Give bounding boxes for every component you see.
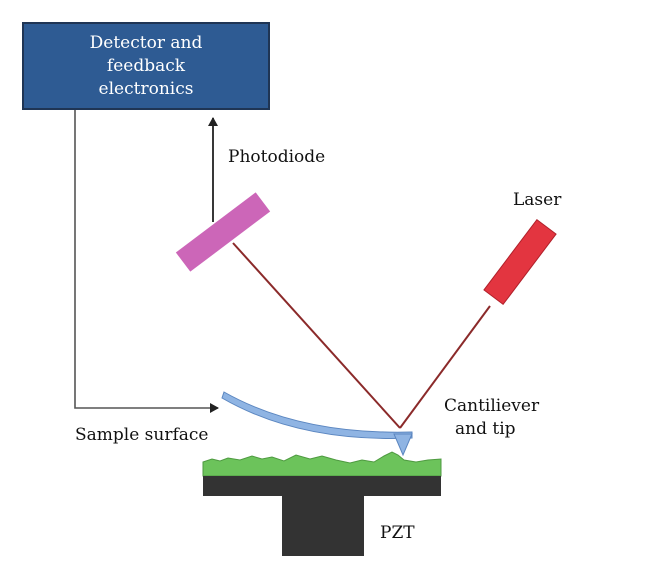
reflected-laser-beam <box>232 242 401 429</box>
cantilever-label-line-2: and tip <box>455 419 516 439</box>
cantilever-tip <box>393 433 413 457</box>
detector-box-fill <box>22 22 270 110</box>
pzt-label: PZT <box>380 523 415 543</box>
sample-surface-label: Sample surface <box>75 425 209 445</box>
cantilever <box>221 391 413 439</box>
detector-box-line-1: Detector and <box>89 32 203 53</box>
pzt-stage-column <box>282 496 364 556</box>
laser-source <box>483 218 557 306</box>
sample-surface <box>202 451 442 477</box>
detector-box-line-3: electronics <box>98 78 194 99</box>
photodiode-label: Photodiode <box>228 147 326 167</box>
detector-box-line-2: feedback <box>106 55 186 76</box>
detector-feedback-box: Detector and feedback electronics <box>22 22 270 110</box>
incident-laser-beam <box>399 305 491 429</box>
feedback-wire <box>74 110 219 413</box>
laser-label: Laser <box>513 190 562 210</box>
photodiode <box>175 192 271 272</box>
pzt-stage-plate <box>203 476 441 496</box>
cantilever-label-line-1: Cantiliever <box>444 396 540 416</box>
